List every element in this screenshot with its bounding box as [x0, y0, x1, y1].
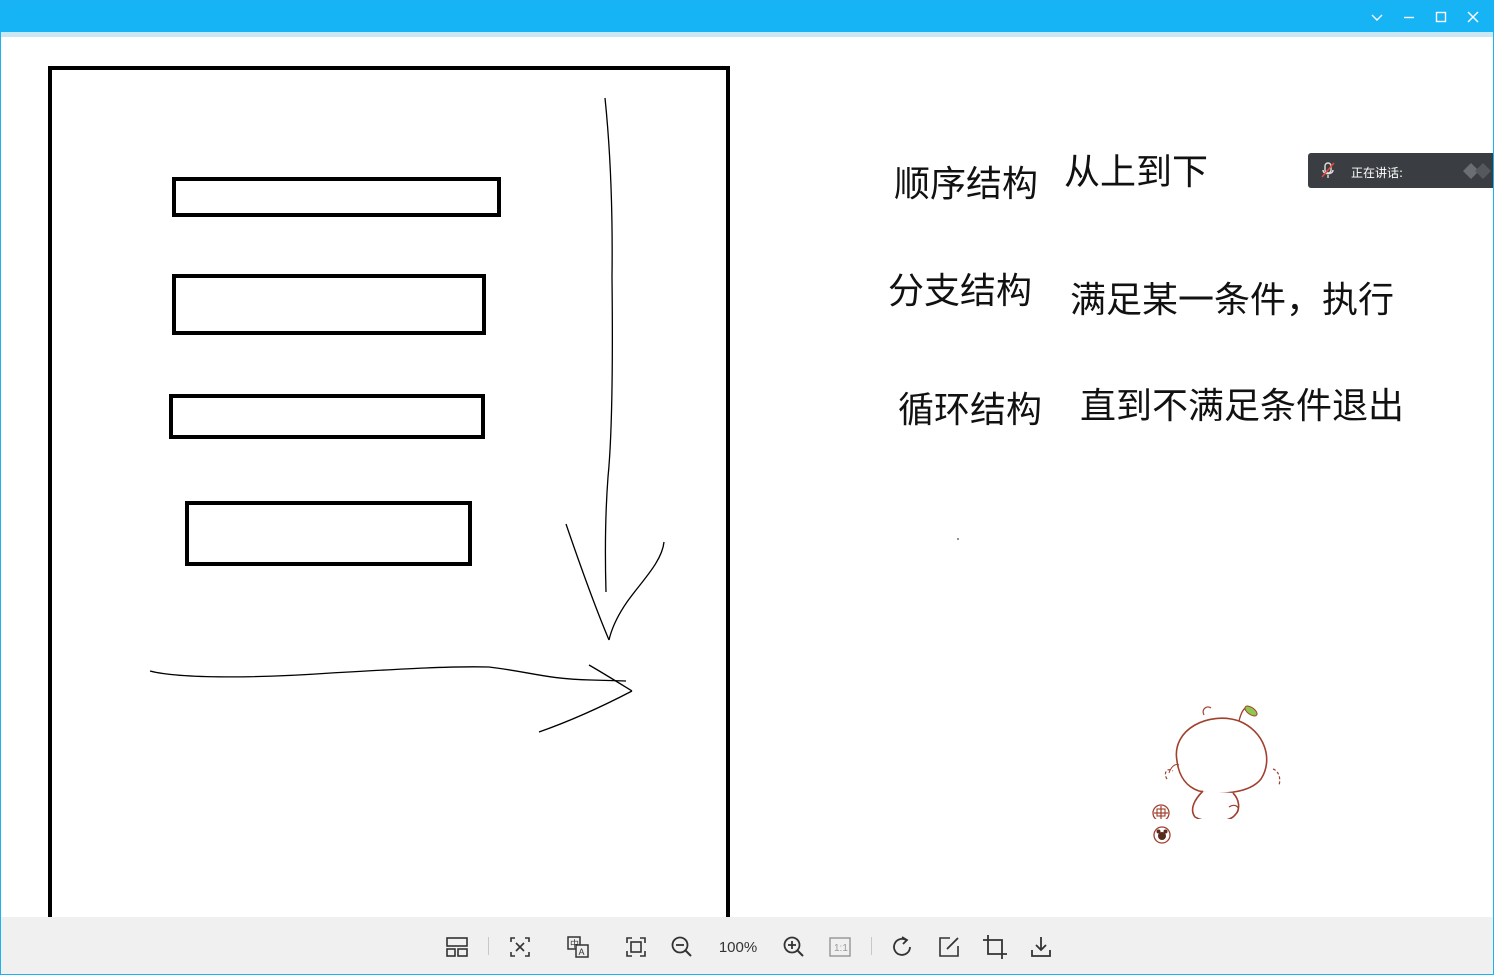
fit-screen-icon[interactable] — [507, 934, 533, 960]
mascot-sticker — [1149, 699, 1289, 844]
close-icon[interactable] — [1459, 5, 1487, 29]
crop-icon[interactable] — [982, 934, 1008, 960]
svg-text:A: A — [579, 947, 585, 957]
down-arrow-head-left — [565, 523, 610, 641]
zoom-in-icon[interactable] — [781, 934, 807, 960]
layout-icon[interactable] — [444, 934, 470, 960]
down-arrow-shaft — [604, 97, 614, 593]
term-branch: 分支结构 — [888, 271, 1033, 312]
rotate-icon[interactable] — [889, 934, 915, 960]
svg-text:1:1: 1:1 — [834, 943, 848, 954]
actual-size-icon[interactable]: 1:1 — [827, 934, 853, 960]
chevron-down-icon[interactable] — [1363, 5, 1391, 29]
flowchart-frame — [48, 66, 730, 917]
right-arrow-head-top — [588, 664, 633, 692]
window-controls — [1363, 5, 1487, 29]
download-icon[interactable] — [1028, 934, 1054, 960]
title-bar-shadow — [1, 32, 1493, 37]
right-arrow-head-bottom — [538, 690, 633, 733]
whiteboard-canvas: 顺序结构 从上到下 分支结构 满足某一条件，执行 循环结构 直到不满足条件退出 … — [1, 37, 1493, 917]
title-bar[interactable] — [1, 1, 1493, 32]
flow-box-3 — [169, 394, 485, 439]
flow-box-2 — [172, 274, 486, 335]
term-sequential: 顺序结构 — [894, 164, 1039, 205]
fullscreen-icon[interactable] — [623, 934, 649, 960]
speaking-indicator[interactable]: 正在讲话: — [1308, 153, 1493, 188]
desc-sequential: 从上到下 — [1064, 152, 1209, 193]
minimize-icon[interactable] — [1395, 5, 1423, 29]
speaking-label: 正在讲话: — [1351, 166, 1404, 180]
maximize-icon[interactable] — [1427, 5, 1455, 29]
term-loop: 循环结构 — [898, 390, 1043, 431]
edit-icon[interactable] — [936, 934, 962, 960]
right-arrow-shaft — [149, 666, 627, 682]
desc-loop: 直到不满足条件退出 — [1080, 386, 1405, 427]
speaking-decoration-icon — [1455, 161, 1493, 184]
whiteboard-drawing — [48, 66, 959, 917]
desc-branch: 满足某一条件，执行 — [1070, 280, 1395, 321]
flow-box-4 — [185, 501, 472, 566]
zoom-out-icon[interactable] — [669, 934, 695, 960]
down-arrow-head-right — [608, 541, 665, 641]
flow-box-1 — [172, 177, 501, 217]
mic-muted-icon — [1318, 160, 1338, 183]
stray-dot — [957, 538, 959, 540]
svg-text:中: 中 — [570, 938, 579, 950]
mascot-badge-icon — [1153, 826, 1171, 844]
zoom-level: 100% — [718, 939, 758, 956]
